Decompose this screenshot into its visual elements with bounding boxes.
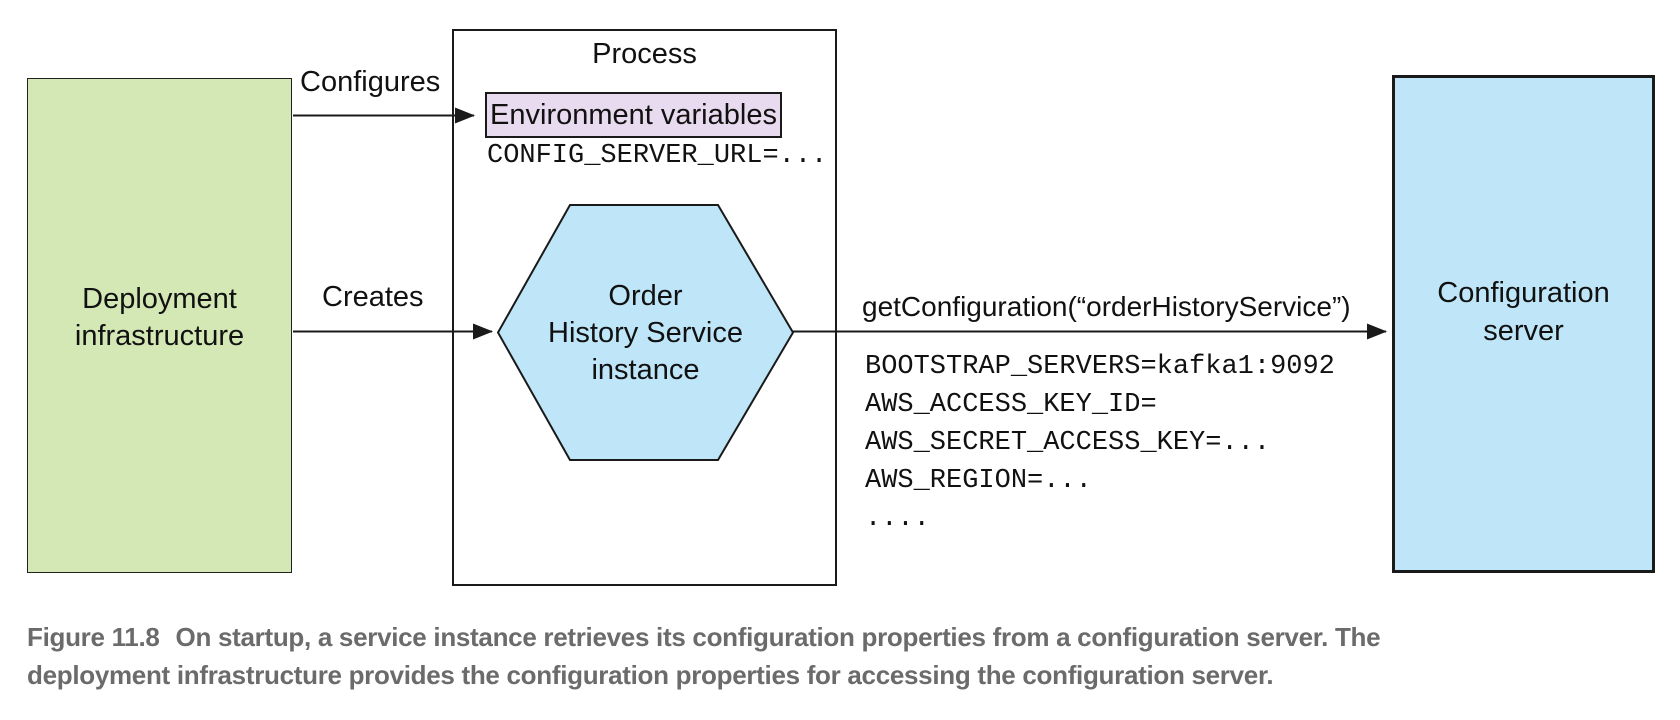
deployment-infrastructure-label: Deployment infrastructure <box>74 283 245 352</box>
process-title: Process <box>592 38 697 70</box>
property-line: AWS_REGION=... <box>865 466 1092 496</box>
environment-variables-label: Environment variables <box>490 98 777 131</box>
creates-arrow-label: Creates <box>322 281 424 313</box>
configures-arrow-label: Configures <box>300 66 441 98</box>
configuration-server-label: Configuration server <box>1437 277 1610 347</box>
config-server-url-text: CONFIG_SERVER_URL=... <box>487 141 828 171</box>
returned-configuration-properties: BOOTSTRAP_SERVERS=kafka1:9092 AWS_ACCESS… <box>865 348 1335 538</box>
figure-caption-text: On startup, a service instance retrieves… <box>27 622 1381 690</box>
property-line: .... <box>865 504 930 534</box>
property-line: AWS_ACCESS_KEY_ID= <box>865 390 1157 420</box>
get-configuration-call-label: getConfiguration(“orderHistoryService”) <box>862 291 1351 322</box>
figure-number: Figure 11.8 <box>27 622 160 652</box>
property-line: BOOTSTRAP_SERVERS=kafka1:9092 <box>865 352 1335 382</box>
configuration-server-box <box>1392 75 1655 573</box>
property-line: AWS_SECRET_ACCESS_KEY=... <box>865 428 1271 458</box>
order-history-service-instance-label: Order History Service instance <box>548 280 743 386</box>
environment-variables-box: Environment variables <box>485 92 782 138</box>
deployment-infrastructure-box <box>27 78 292 573</box>
